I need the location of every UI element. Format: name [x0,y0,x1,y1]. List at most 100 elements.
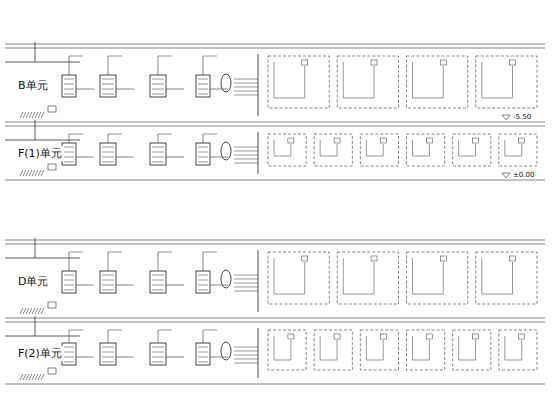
link-wire [166,157,184,158]
dashed-box [453,134,491,166]
circuit-wire [459,336,476,360]
meter-oval [221,270,231,288]
conduit-hatch [26,308,29,314]
breaker-line [198,275,208,276]
outgoing-wire [234,147,258,148]
unit-name: F(1)单元 [17,146,63,161]
panel-box [62,271,76,293]
feeder-drop [35,42,36,62]
note-leader [203,252,217,253]
breaker-line [102,290,114,291]
link-wire [210,157,228,158]
breaker-line [152,84,164,85]
ground-box [48,164,56,170]
conduit-hatch [41,308,44,314]
unit-band: F(2)单元 [5,322,45,384]
device-box [473,334,479,339]
breaker-line [198,347,208,348]
riser-wire [158,252,159,271]
breaker-line [198,162,208,163]
panel-box [100,271,116,293]
device-box [440,60,446,65]
outgoing-wire [234,83,258,84]
breaker-line [102,280,114,281]
dashed-box [337,252,398,304]
unit-equipment [5,42,537,118]
breaker-line [102,352,114,353]
circuit-wire [274,258,305,294]
outgoing-wire [234,351,258,352]
bus-line [258,132,259,174]
conduit-hatch [26,170,29,176]
circuit-wire [274,336,291,360]
breaker-line [102,357,114,358]
note-leader [203,134,217,135]
panel-box [100,143,116,165]
outgoing-wire [234,275,258,276]
breaker-line [102,347,114,348]
breaker-line [64,152,74,153]
conduit-hatch [38,170,41,176]
dashed-box [314,330,352,370]
note-leader [108,56,122,57]
note-leader [158,56,172,57]
outgoing-wire [234,355,258,356]
device-box [519,138,525,143]
circuit-wire [274,62,305,98]
breaker-line [152,352,164,353]
device-box [440,256,446,261]
dashed-box [268,56,329,108]
panel-box [196,143,210,165]
riser-wire [108,252,109,271]
panel-box [150,271,166,293]
unit-equipment [5,316,537,380]
device-box [371,60,377,65]
outgoing-wire [234,91,258,92]
note-leader [158,252,172,253]
device-box [519,334,525,339]
conduit-hatch [32,170,35,176]
conduit-hatch [23,374,26,380]
device-box [473,138,479,143]
breaker-line [152,290,164,291]
breaker-line [102,84,114,85]
breaker-line [152,79,164,80]
breaker-line [64,89,74,90]
circuit-wire [366,336,383,360]
panel-box [196,75,210,97]
level-mark: ±0.00 [512,171,535,179]
note-leader [158,134,172,135]
breaker-line [198,89,208,90]
dashed-box [453,330,491,370]
outgoing-wire [234,95,258,96]
panel-box [196,271,210,293]
outgoing-wire [234,291,258,292]
riser-wire [108,56,109,75]
riser-wire [69,252,70,271]
conduit-hatch [32,308,35,314]
unit-equipment [5,120,537,176]
ground-box [48,106,56,112]
breaker-line [102,275,114,276]
circuit-wire [413,258,444,294]
floor-line [5,126,545,127]
breaker-line [198,357,208,358]
breaker-line [198,285,208,286]
breaker-line [198,362,208,363]
meter-oval [221,74,231,92]
breaker-line [198,94,208,95]
circuit-wire [482,62,513,98]
floor-line [5,180,545,181]
device-box [288,334,294,339]
conduit-hatch [41,170,44,176]
note-leader [69,56,83,57]
outgoing-wire [234,87,258,88]
circuit-wire [320,336,337,360]
floor-line [5,240,545,241]
link-wire [166,285,184,286]
floor-line [5,244,545,245]
breaker-line [64,157,74,158]
conduit-hatch [20,374,23,380]
breaker-line [102,157,114,158]
breaker-line [152,285,164,286]
